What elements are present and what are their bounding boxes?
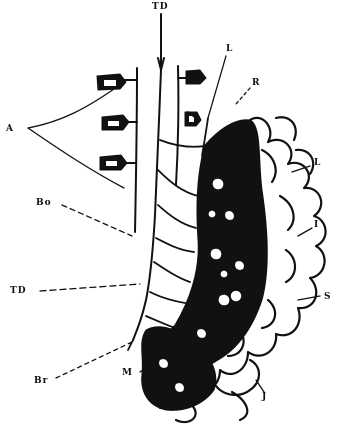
label-j: J (262, 392, 267, 402)
lower-vessel (128, 340, 133, 350)
label-m: M (122, 368, 133, 378)
label-bo: Bo (36, 198, 52, 208)
label-td-top: TD (152, 2, 169, 12)
label-r: R (252, 78, 260, 88)
label-a: A (6, 124, 14, 134)
label-td-left: TD (10, 286, 27, 296)
thoracic-duct (133, 14, 164, 340)
label-l-right: L (314, 158, 321, 168)
label-br: Br (34, 376, 48, 386)
label-s: S (324, 292, 332, 302)
vertebra-processes (97, 70, 206, 170)
label-l-upper: L (226, 44, 233, 54)
label-i: I (314, 220, 319, 230)
